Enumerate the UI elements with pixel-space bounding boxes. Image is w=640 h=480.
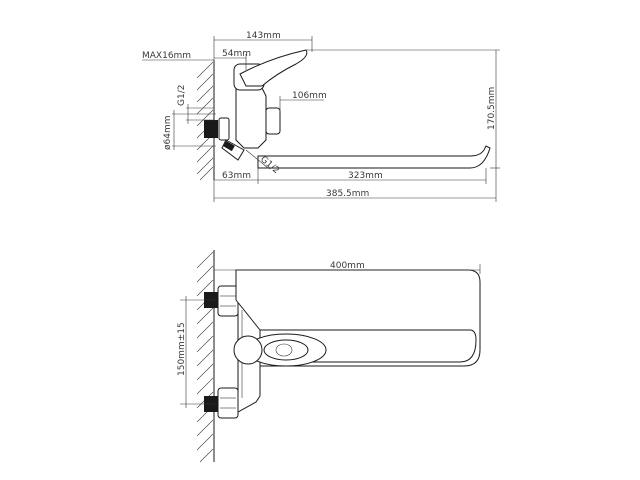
- eccentric-connector: [218, 117, 245, 161]
- connector-nut-bottom: [217, 387, 239, 419]
- dim-54: 54mm: [222, 49, 251, 59]
- connector-nut-top: [217, 285, 239, 317]
- dim-150: 150mm±15: [177, 322, 187, 376]
- spout-side: [257, 145, 491, 169]
- dim-63: 63mm: [222, 171, 251, 181]
- dim-400: 400mm: [330, 261, 365, 271]
- dim-g12-left: G1/2: [177, 85, 187, 106]
- side-dimension-lines: [142, 36, 500, 202]
- wall-fitting: [204, 120, 218, 138]
- dim-106: 106mm: [292, 91, 327, 101]
- dim-143: 143mm: [246, 31, 281, 41]
- front-view: 400mm 150mm±15: [177, 250, 481, 463]
- dim-max16: MAX16mm: [142, 51, 191, 61]
- dim-d64: ø64mm: [163, 116, 173, 151]
- dim-323: 323mm: [348, 171, 383, 181]
- front-dimension-lines: [180, 264, 481, 408]
- lever-handle-front: [233, 333, 327, 367]
- dim-385-5: 385.5mm: [326, 189, 369, 199]
- side-view: 143mm 54mm MAX16mm 106mm 170.5mm G1/2 ø6…: [142, 31, 500, 202]
- wall-front: [196, 250, 215, 463]
- dim-170-5: 170.5mm: [487, 87, 497, 130]
- faucet-body: [233, 49, 308, 149]
